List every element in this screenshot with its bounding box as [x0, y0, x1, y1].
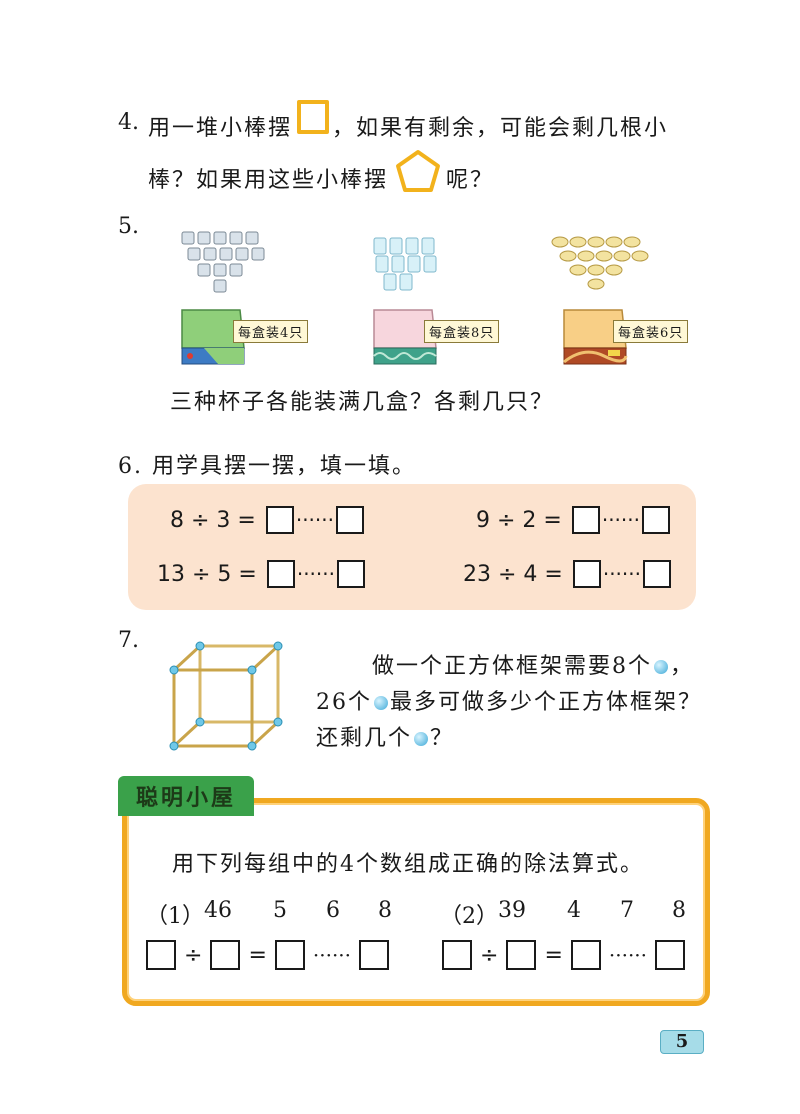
box-3-label: 每盒装6只	[613, 320, 689, 343]
quotient-box[interactable]	[570, 940, 601, 970]
group-2-number: 7	[620, 898, 634, 923]
divisor-box[interactable]	[506, 940, 537, 970]
divide-sign: ÷	[184, 942, 203, 968]
smart-house-panel	[122, 798, 710, 1006]
equals-sign: =	[544, 942, 563, 968]
q4-line1-b: ，如果有剩余，可能会剩几根小	[332, 116, 669, 141]
group-2-label: （2）	[440, 904, 498, 929]
group-2-number: 4	[567, 898, 581, 923]
q7-line1: 做一个正方体框架需要8个 ，	[372, 648, 694, 680]
dividend-box[interactable]	[146, 940, 176, 970]
q5-number: 5.	[118, 214, 139, 239]
glasses-pile-icon	[373, 237, 437, 291]
page-number: 5	[660, 1030, 704, 1054]
answer-box-quotient[interactable]	[571, 506, 600, 534]
remainder-box[interactable]	[655, 940, 686, 970]
q5-question: 三种杯子各能装满几盒？各剩几只？	[170, 390, 555, 415]
quotient-box[interactable]	[274, 940, 305, 970]
equation-expression: 23 ÷ 4 =	[463, 561, 563, 587]
ball-icon	[414, 732, 429, 746]
equation-row: 8 ÷ 3 = ······	[170, 506, 364, 534]
q4-line2-b: 呢？	[446, 168, 495, 193]
remainder-box[interactable]	[359, 940, 390, 970]
pentagon-sticks-icon	[396, 150, 440, 192]
box-1-icon	[181, 309, 245, 365]
q6-title: 6. 用学具摆一摆，填一填。	[118, 454, 416, 479]
q7-line3: 还剩几个 ？	[316, 720, 454, 752]
answer-box-remainder[interactable]	[643, 560, 671, 588]
group-2-equation: ÷ = ······	[436, 940, 691, 970]
answer-box-quotient[interactable]	[572, 560, 601, 588]
remainder-dots: ······	[296, 562, 335, 586]
box-3-icon	[563, 309, 628, 365]
remainder-dots: ······	[295, 508, 334, 532]
answer-box-quotient[interactable]	[266, 560, 295, 588]
remainder-dots: ······	[312, 943, 352, 967]
q4-line2-a: 棒？如果用这些小棒摆	[148, 168, 389, 193]
divisor-box[interactable]	[210, 940, 241, 970]
q4-line1-a: 用一堆小棒摆	[148, 116, 293, 141]
dividend-box[interactable]	[442, 940, 472, 970]
equation-expression: 8 ÷ 3 =	[170, 507, 256, 533]
q7-line2-a: 26个	[316, 690, 372, 715]
equation-row: 23 ÷ 4 = ······	[463, 560, 671, 588]
equation-expression: 13 ÷ 5 =	[157, 561, 257, 587]
q7-line2-b: 最多可做多少个正方体框架？	[390, 690, 703, 715]
equation-row: 9 ÷ 2 = ······	[476, 506, 670, 534]
equation-expression: 9 ÷ 2 =	[476, 507, 562, 533]
box-2-label: 每盒装8只	[424, 320, 500, 343]
q7-line3-b: ？	[430, 726, 455, 751]
box-2-icon	[373, 309, 437, 365]
divide-sign: ÷	[480, 942, 499, 968]
q7-line3-a: 还剩几个	[316, 726, 413, 751]
smart-house-tab: 聪明小屋	[118, 776, 254, 816]
equals-sign: =	[248, 942, 267, 968]
q7-line1-a: 做一个正方体框架需要8个	[372, 654, 652, 679]
equation-row: 13 ÷ 5 = ······	[157, 560, 365, 588]
group-1-number: 5	[273, 898, 287, 923]
group-1-label: （1）	[146, 904, 204, 929]
q7-line2: 26个最多可做多少个正方体框架？	[316, 684, 702, 716]
group-1-number: 8	[378, 898, 392, 923]
mugs-pile-icon	[181, 231, 265, 293]
square-sticks-icon	[297, 100, 329, 134]
teacups-pile-icon	[551, 236, 649, 290]
q4-number: 4.	[118, 110, 139, 135]
group-1-number: 46	[204, 898, 232, 923]
answer-box-remainder[interactable]	[642, 506, 670, 534]
box-1-label: 每盒装4只	[233, 320, 309, 343]
remainder-dots: ······	[608, 943, 648, 967]
group-2-number: 8	[672, 898, 686, 923]
group-1-equation: ÷ = ······	[140, 940, 395, 970]
smart-house-instruction: 用下列每组中的4个数组成正确的除法算式。	[172, 852, 644, 877]
division-practice-panel	[128, 484, 696, 610]
ball-icon	[374, 696, 388, 710]
answer-box-quotient[interactable]	[265, 506, 294, 534]
ball-icon	[654, 660, 668, 674]
q7-line1-b: ，	[670, 654, 695, 679]
answer-box-remainder[interactable]	[336, 506, 364, 534]
group-2-numbers: （2） 39 4 7 8	[440, 898, 704, 930]
remainder-dots: ······	[602, 562, 641, 586]
remainder-dots: ······	[601, 508, 640, 532]
answer-box-remainder[interactable]	[337, 560, 365, 588]
cube-frame-icon	[169, 641, 283, 751]
group-1-number: 6	[326, 898, 340, 923]
q7-number: 7.	[118, 628, 139, 653]
group-2-number: 39	[498, 898, 526, 923]
group-1-numbers: （1） 46 5 6 8	[146, 898, 410, 930]
